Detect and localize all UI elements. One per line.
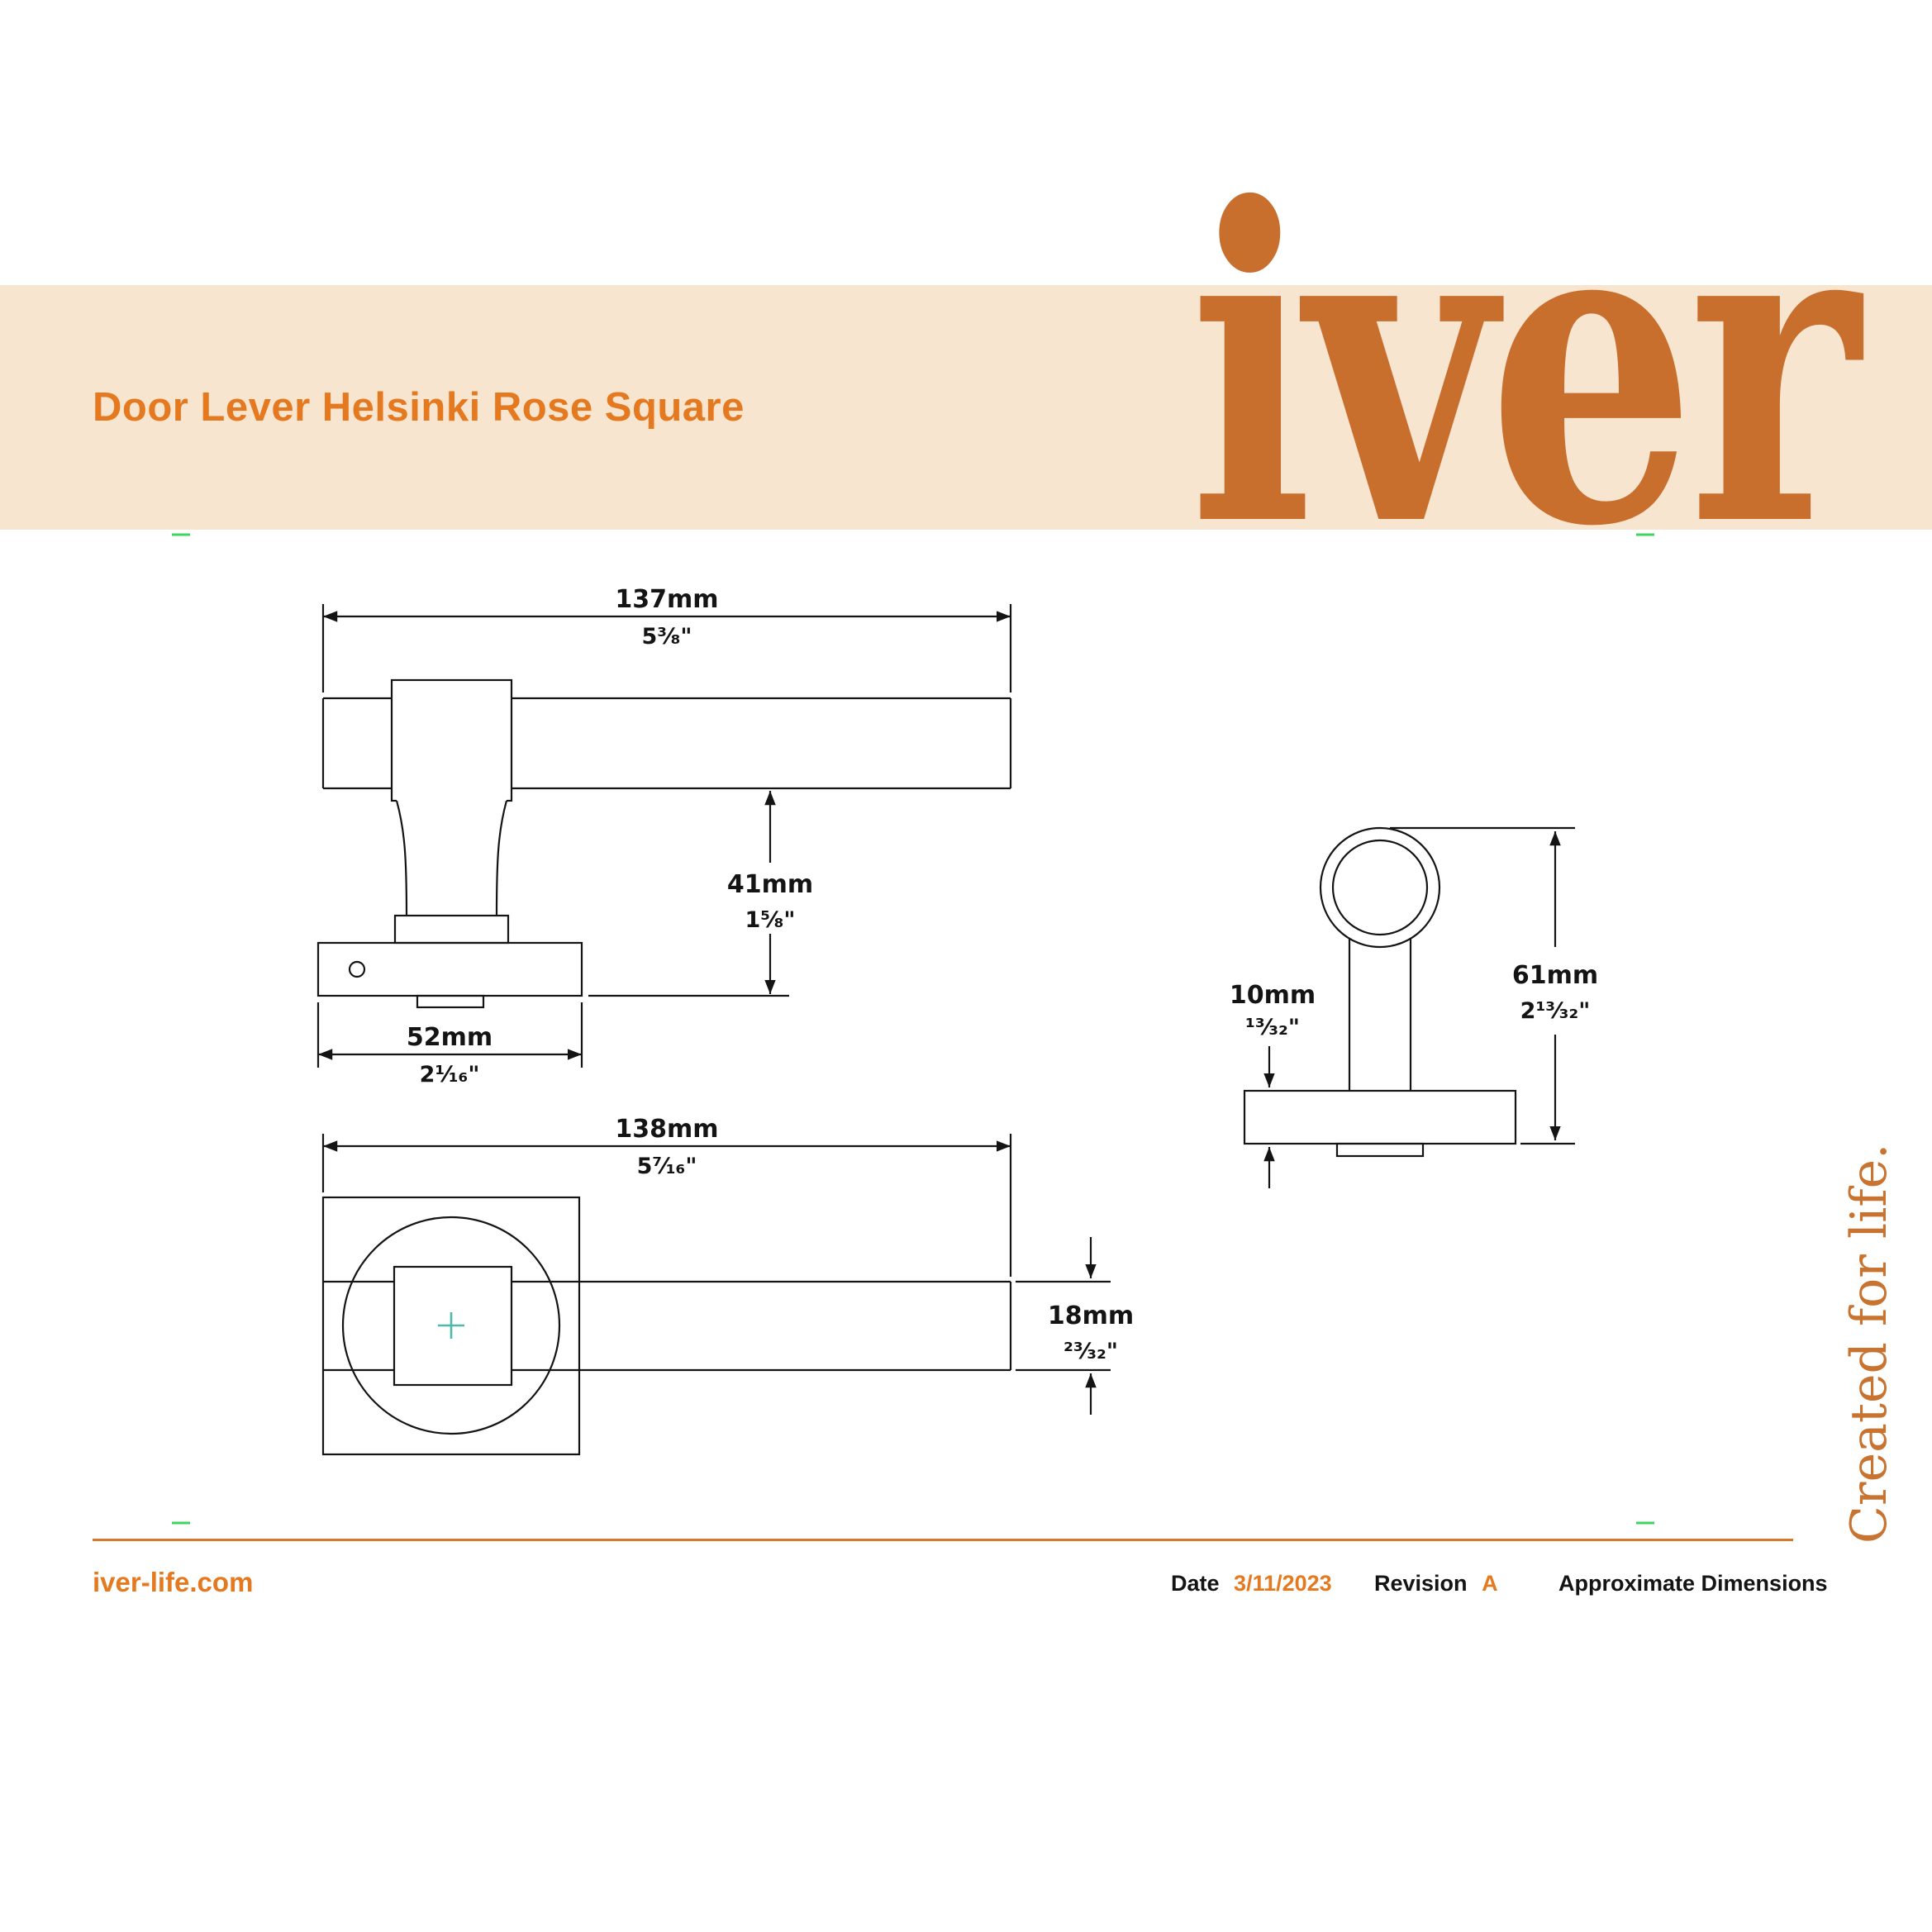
page-title: Door Lever Helsinki Rose Square (93, 385, 745, 430)
dim-rose-mm: 52mm (407, 1023, 493, 1052)
dim-rose-in: 2¹⁄₁₆" (420, 1062, 480, 1087)
rose-circle (341, 1216, 561, 1435)
dim-lever-length-in: 5³⁄₈" (641, 624, 692, 650)
dimension-lever-drop: 41mm 1⁵⁄₈" (588, 791, 813, 997)
dim-drop-mm: 41mm (727, 870, 813, 899)
date-field: Date 3/11/2023 (1171, 1571, 1332, 1597)
rose-side-profile (1243, 1089, 1517, 1145)
dim-projection-in: 2¹³⁄₃₂" (1520, 998, 1591, 1024)
dimension-lever-length: 137mm 5³⁄₈" (321, 585, 1012, 692)
side-view-lever (316, 678, 1012, 1009)
dimension-rose-thickness: 10mm ¹³⁄₃₂" (1230, 981, 1316, 1188)
dim-lever-length-mm: 137mm (615, 585, 718, 614)
center-crosshair-icon (438, 1312, 464, 1339)
neck-mask (397, 795, 507, 916)
hub-square (393, 1265, 513, 1387)
date-value: 3/11/2023 (1234, 1571, 1332, 1596)
neck-right-curve (495, 800, 508, 916)
dim-projection-mm: 61mm (1512, 961, 1598, 990)
dim-rose-thickness-mm: 10mm (1230, 981, 1316, 1010)
lever-hub-collar (390, 678, 513, 802)
dim-lever-thickness-mm: 18mm (1048, 1301, 1134, 1330)
plan-view-lever (321, 1196, 1012, 1456)
lever-end-inner-circle (1331, 839, 1429, 936)
registration-marks (172, 533, 1654, 1525)
dimension-lever-thickness: 18mm ²³⁄₃₂" (1016, 1237, 1134, 1415)
dim-drop-in: 1⁵⁄₈" (745, 907, 795, 933)
dim-overall-in: 5⁷⁄₁₆" (637, 1154, 697, 1179)
dimension-projection: 61mm 2¹³⁄₃₂" (1390, 826, 1598, 1145)
neck-base-collar (393, 914, 510, 945)
date-label: Date (1171, 1571, 1220, 1596)
revision-field: Revision A (1374, 1571, 1498, 1597)
brand-tagline: Created for life. (1840, 1144, 1898, 1544)
revision-label: Revision (1374, 1571, 1468, 1596)
neck-left-curve (395, 800, 408, 916)
dimension-overall-length: 138mm 5⁷⁄₁₆" (321, 1115, 1012, 1277)
revision-value: A (1482, 1571, 1498, 1596)
spindle-stub (1335, 1142, 1425, 1158)
dim-lever-thickness-in: ²³⁄₃₂" (1064, 1339, 1118, 1364)
lever-end-outer-circle (1319, 826, 1441, 949)
end-view-lever (1243, 826, 1517, 1158)
screw-hole (348, 960, 366, 978)
spindle-stub (416, 994, 485, 1009)
dimension-rose-diameter: 52mm 2¹⁄₁₆" (316, 1002, 583, 1087)
header-band: Door Lever Helsinki Rose Square (0, 285, 1932, 530)
approximate-dimensions-note: Approximate Dimensions (1558, 1571, 1828, 1596)
dim-overall-mm: 138mm (615, 1115, 718, 1144)
website-link[interactable]: iver-life.com (93, 1567, 254, 1597)
footer-divider (93, 1539, 1793, 1541)
rose-side-profile (316, 941, 583, 997)
square-rose-outline (321, 1196, 581, 1456)
dim-rose-thickness-in: ¹³⁄₃₂" (1245, 1015, 1300, 1040)
